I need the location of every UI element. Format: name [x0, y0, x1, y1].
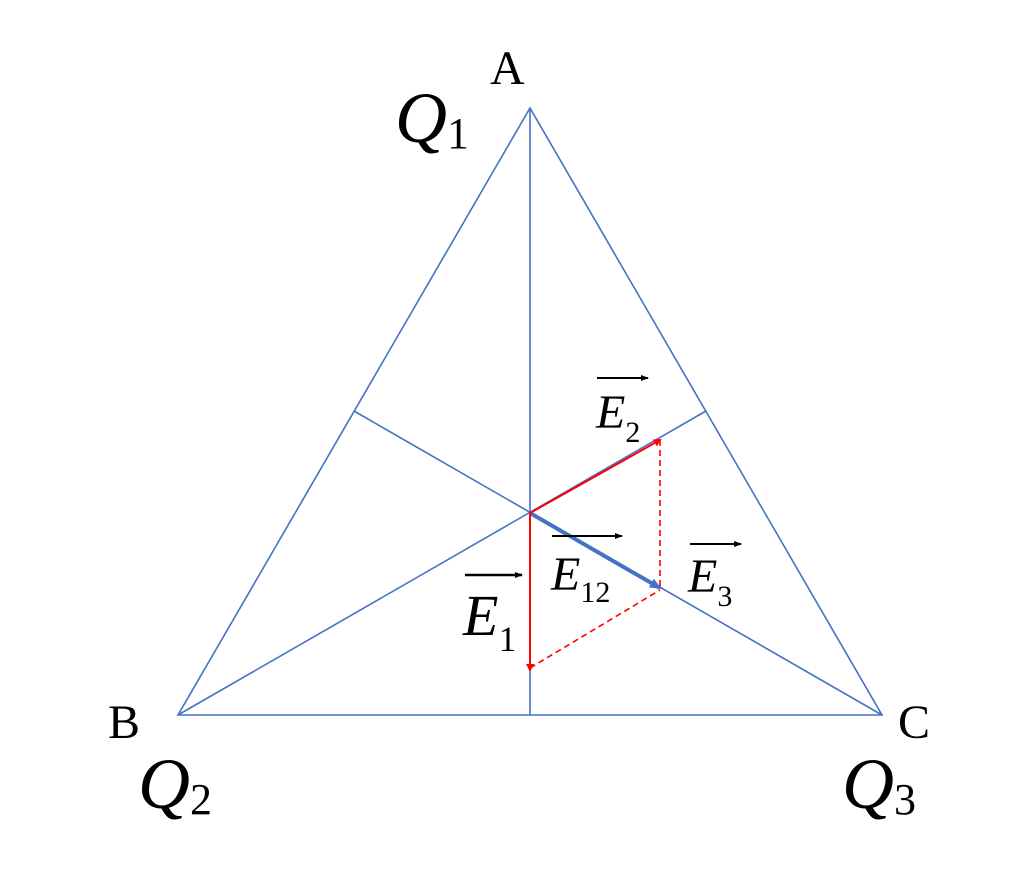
charge-q3-label: Q3 [842, 744, 916, 824]
vertex-a-label: A [490, 42, 525, 95]
charge-q1-label: Q1 [395, 78, 469, 158]
vertex-c-label: C [898, 696, 930, 749]
label-e1: E1 [462, 572, 523, 659]
vertex-b-label: B [108, 696, 140, 749]
label-e2: E2 [595, 375, 649, 449]
label-e12: E12 [550, 533, 623, 609]
median-b [177, 410, 707, 716]
vector-e2-arrow [529, 439, 662, 514]
svg-text:E12: E12 [550, 548, 610, 609]
svg-text:E3: E3 [687, 550, 732, 613]
dashed-parallel-e2 [529, 589, 661, 669]
svg-text:E1: E1 [462, 583, 516, 659]
svg-text:E2: E2 [595, 386, 640, 449]
vector-e12-arrow [529, 511, 662, 590]
charge-q2-label: Q2 [138, 744, 212, 824]
label-e3: E3 [687, 541, 742, 613]
